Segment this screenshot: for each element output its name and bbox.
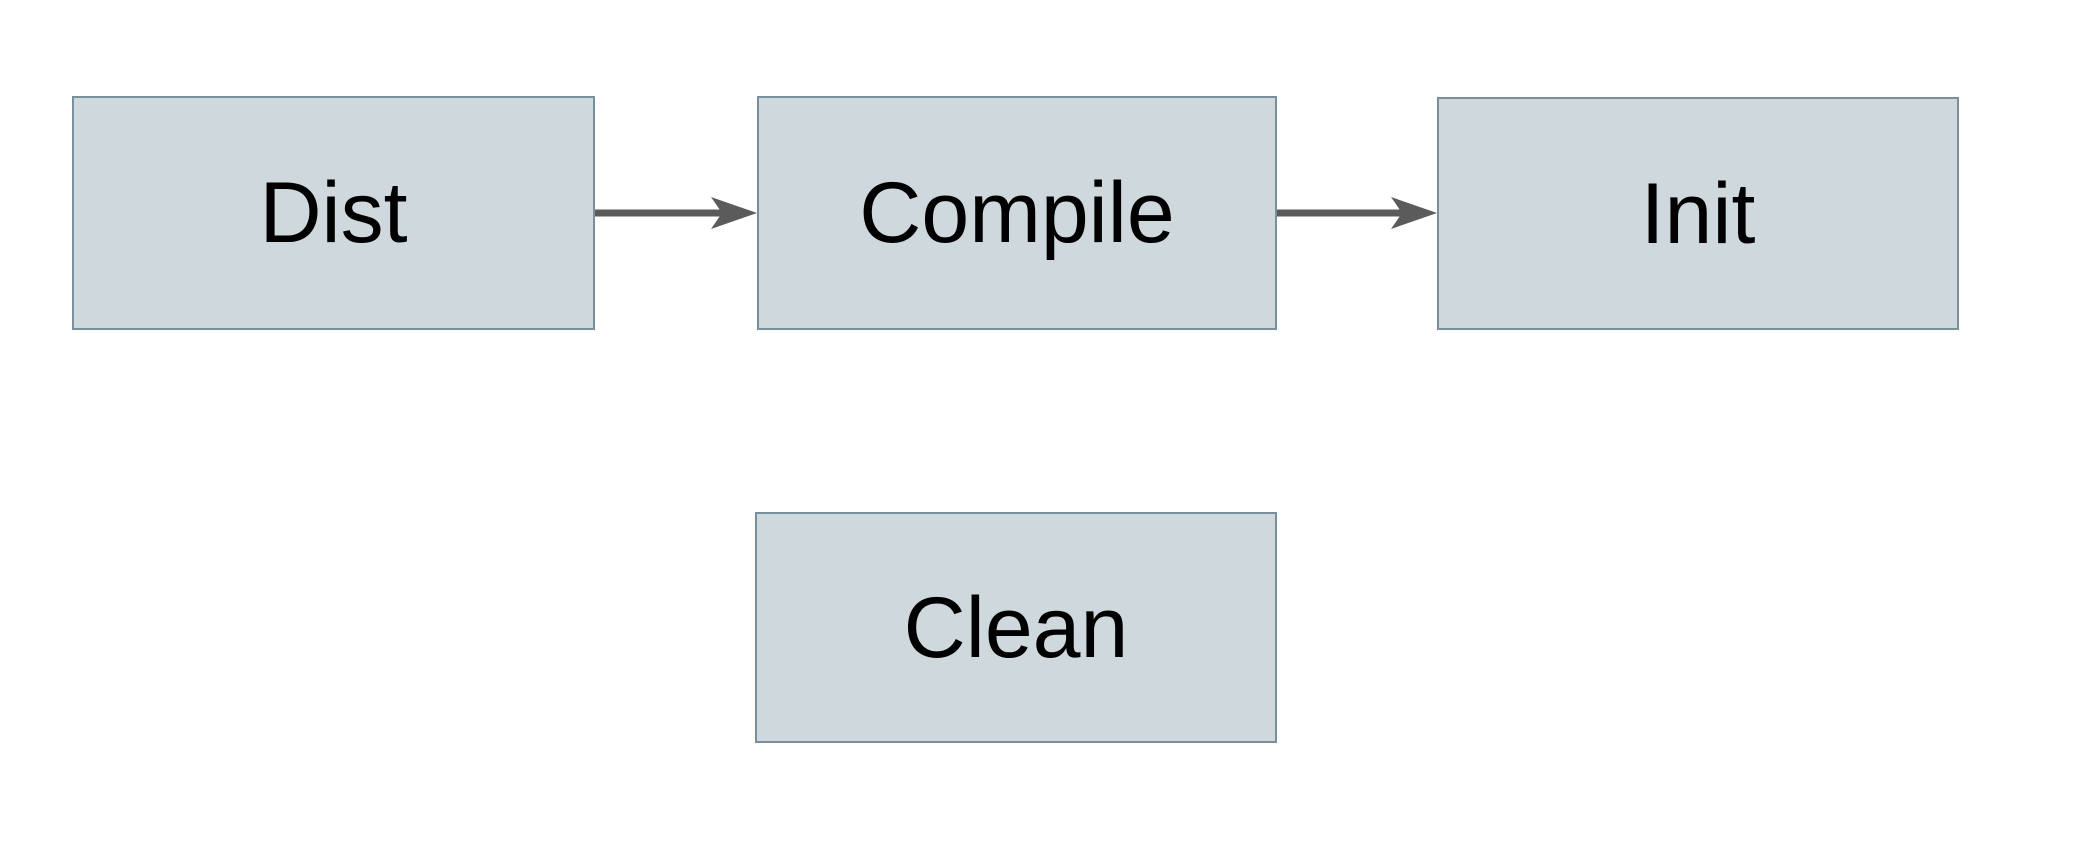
arrowhead-icon xyxy=(711,197,757,229)
node-dist-label: Dist xyxy=(259,165,408,261)
arrow-dist-to-compile xyxy=(595,197,757,229)
node-clean: Clean xyxy=(755,512,1277,743)
node-init: Init xyxy=(1437,97,1959,330)
node-compile-label: Compile xyxy=(859,165,1175,261)
arrow-compile-to-init xyxy=(1277,197,1437,229)
node-dist: Dist xyxy=(72,96,595,330)
node-clean-label: Clean xyxy=(903,579,1129,676)
node-init-label: Init xyxy=(1640,165,1756,262)
node-compile: Compile xyxy=(757,96,1277,330)
arrowhead-icon xyxy=(1391,197,1437,229)
